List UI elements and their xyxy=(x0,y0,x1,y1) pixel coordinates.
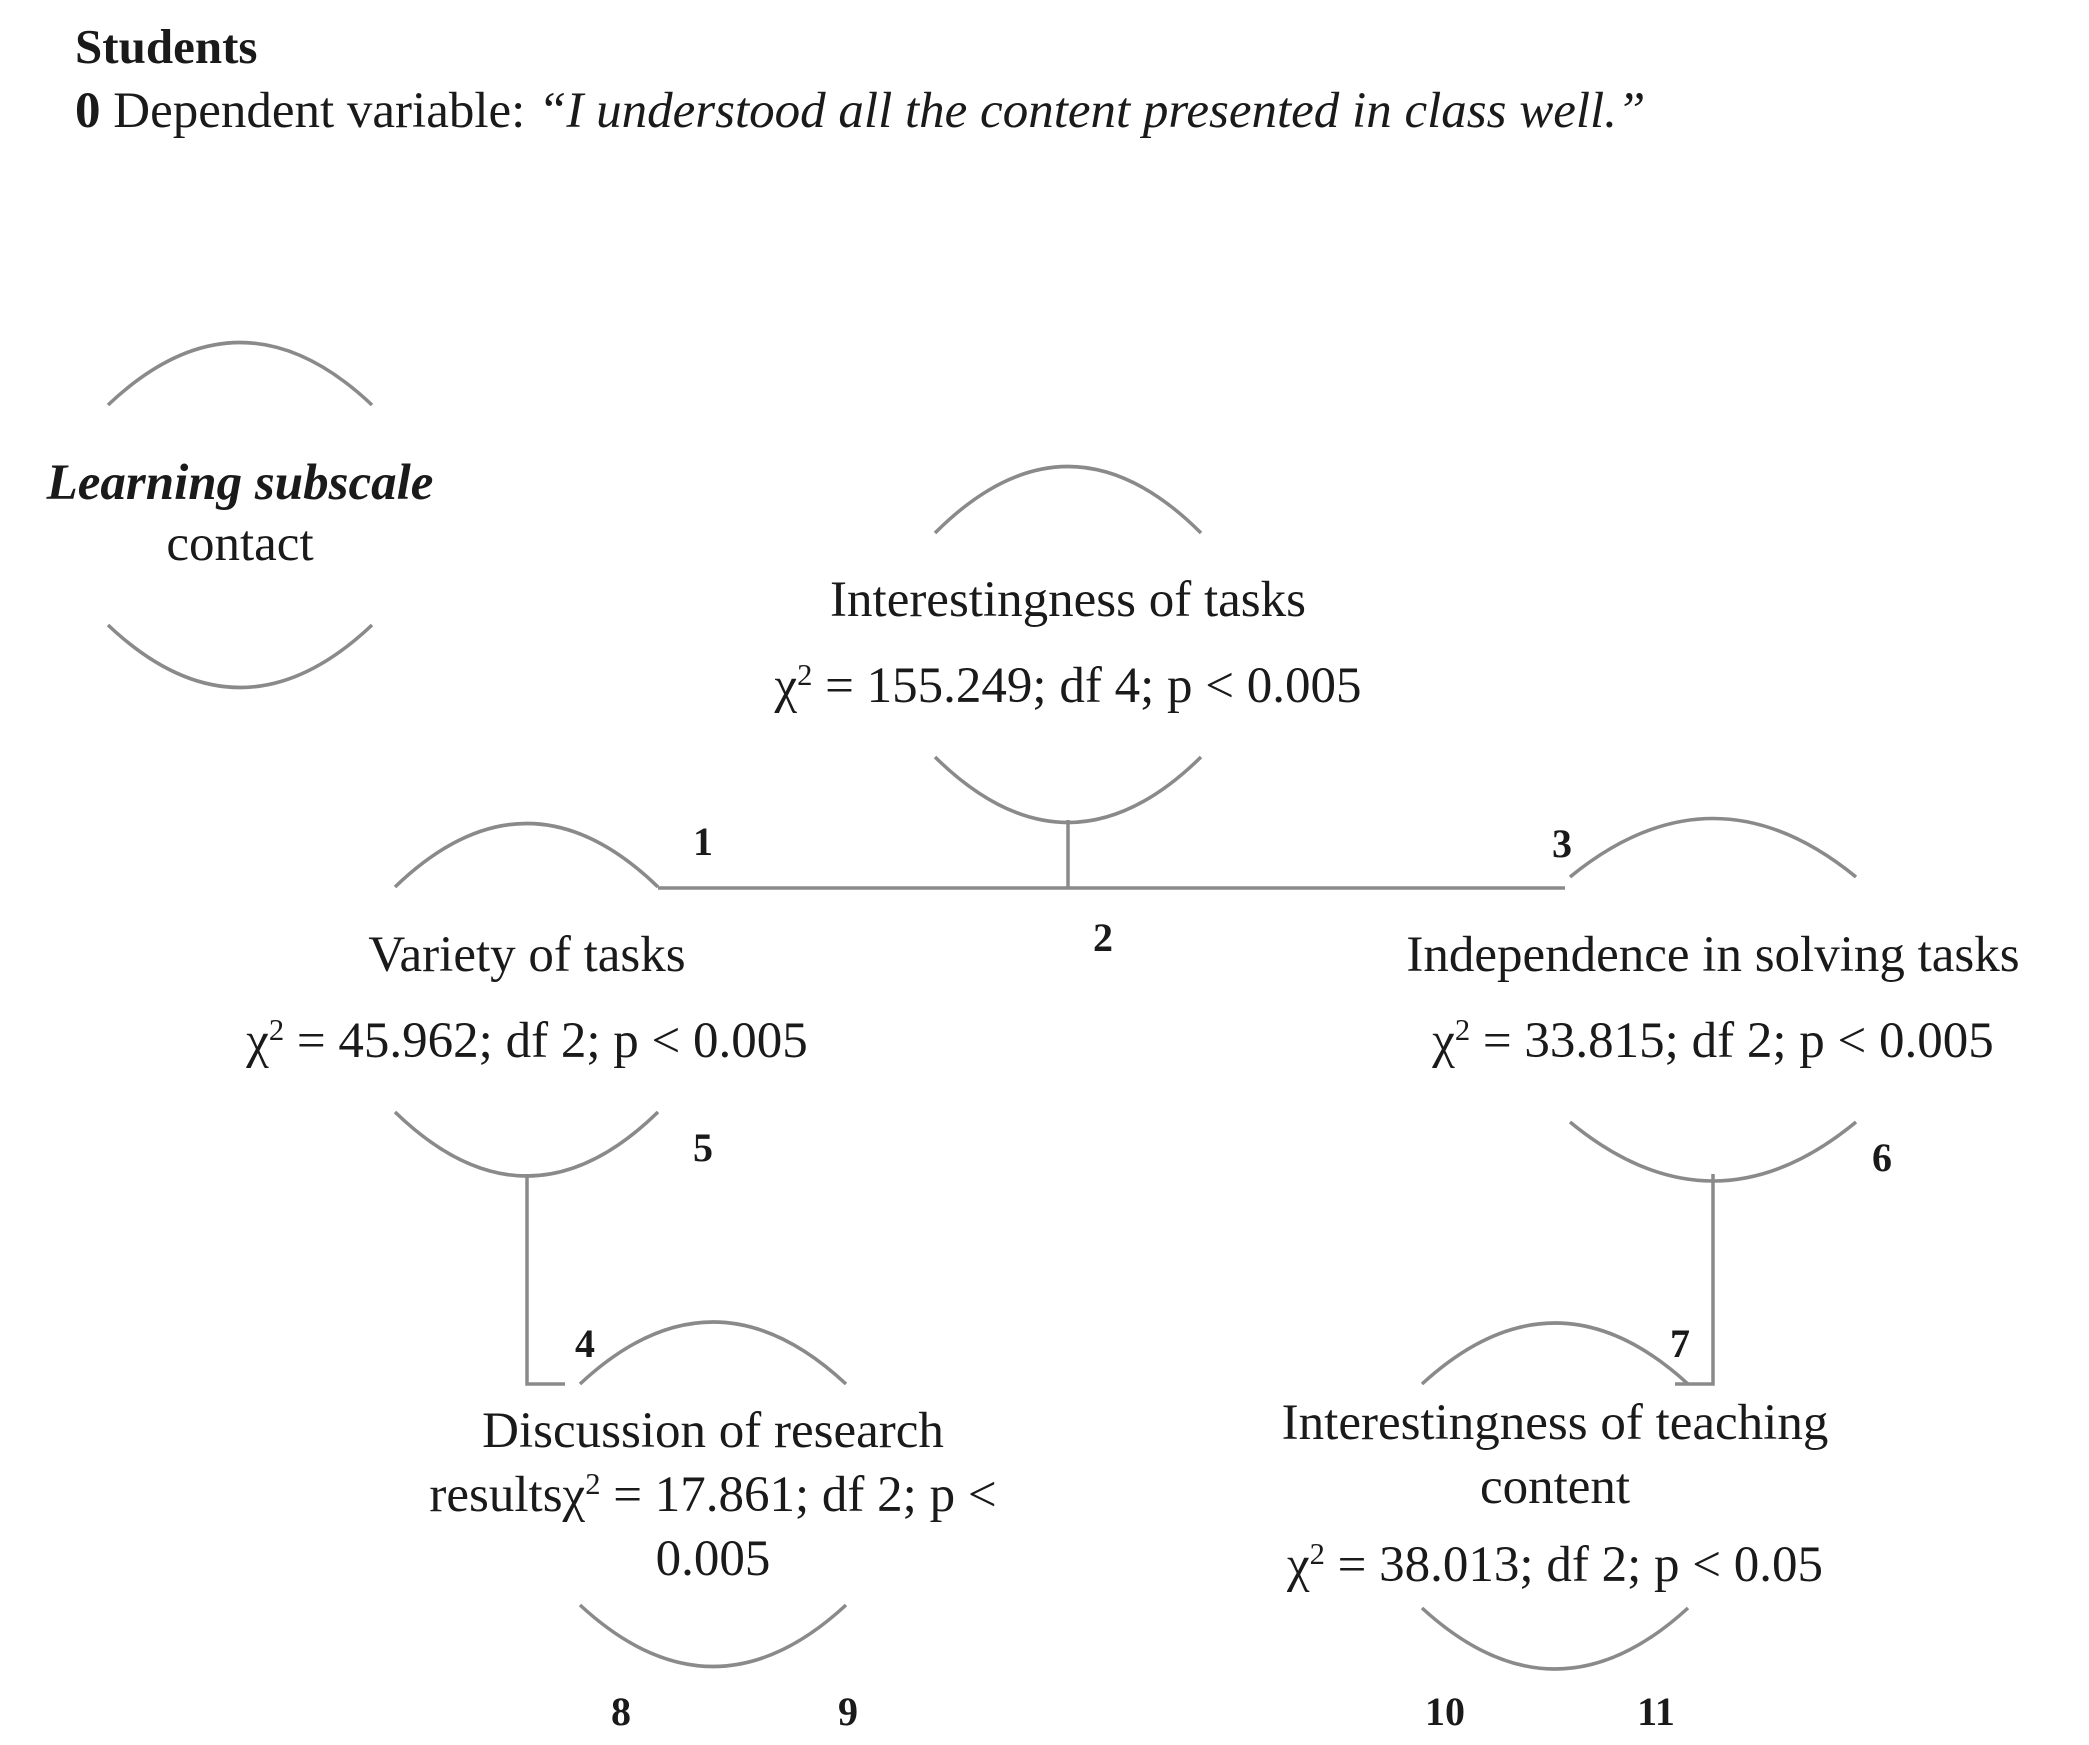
subscale-node: Learning subscale contact xyxy=(47,453,434,575)
node-interestingness-of-tasks: Interestingness of tasks χ2 = 155.249; d… xyxy=(774,570,1361,717)
interestingness-tasks-bottom-arc xyxy=(933,755,1203,825)
subscale-title: Learning subscale xyxy=(46,455,434,511)
variety-top-arc xyxy=(393,821,660,889)
node-number-5: 5 xyxy=(693,1125,713,1170)
node-number-1: 1 xyxy=(693,819,713,864)
node-statistic: χ2 = 33.815; df 2; p < 0.005 xyxy=(1432,1013,1994,1070)
node-statistic-line3: 0.005 xyxy=(655,1530,771,1587)
subscale-top-arc xyxy=(106,340,374,407)
content-bottom-arc xyxy=(1420,1606,1690,1671)
node-number-3: 3 xyxy=(1552,821,1572,866)
node-variety-of-tasks: Variety of tasks χ2 = 45.962; df 2; p < … xyxy=(246,925,808,1072)
discussion-top-arc xyxy=(578,1320,848,1386)
node-number-4: 4 xyxy=(575,1321,595,1366)
node-statistic: χ2 = 38.013; df 2; p < 0.05 xyxy=(1286,1536,1824,1593)
node-number-10: 10 xyxy=(1425,1689,1465,1734)
variety-to-discussion-connector xyxy=(525,1174,565,1386)
node-statistic: χ2 = 45.962; df 2; p < 0.005 xyxy=(246,1013,808,1070)
variety-bottom-arc xyxy=(393,1110,660,1178)
subscale-subtitle: contact xyxy=(166,516,314,573)
content-top-arc xyxy=(1420,1321,1690,1386)
dependent-number: 0 xyxy=(75,83,101,139)
node-number-6: 6 xyxy=(1872,1135,1892,1180)
dependent-prefix: Dependent variable: xyxy=(113,83,526,139)
node-interestingness-of-teaching-content: Interestingness of teaching content χ2 =… xyxy=(1282,1392,1829,1597)
node-name-line1: Discussion of research xyxy=(482,1403,944,1459)
node-name-line2: content xyxy=(1479,1458,1631,1515)
discussion-bottom-arc xyxy=(578,1603,848,1669)
dependent-variable-line: 0 Dependent variable: “I understood all … xyxy=(75,86,1645,137)
page-heading: Students xyxy=(75,19,258,74)
node-statistic: resultsχ2 = 17.861; df 2; p < xyxy=(429,1466,997,1523)
node-number-9: 9 xyxy=(838,1689,858,1734)
node-number-11: 11 xyxy=(1637,1689,1675,1734)
subscale-bottom-arc xyxy=(106,623,374,690)
independence-bottom-arc xyxy=(1568,1120,1858,1183)
independence-top-arc xyxy=(1568,816,1858,879)
node-name: Independence in solving tasks xyxy=(1406,927,2020,983)
node-discussion-of-research-results: Discussion of research resultsχ2 = 17.86… xyxy=(429,1400,996,1591)
interestingness-tasks-top-arc xyxy=(933,464,1203,535)
dependent-quote: “I understood all the content presented … xyxy=(538,83,1646,139)
node-name-line1: Interestingness of teaching xyxy=(1281,1395,1829,1451)
node-name: Variety of tasks xyxy=(368,927,686,983)
node-number-8: 8 xyxy=(611,1689,631,1734)
node-name: Interestingness of tasks xyxy=(830,572,1306,628)
node-number-7: 7 xyxy=(1670,1321,1690,1366)
node-statistic: χ2 = 155.249; df 4; p < 0.005 xyxy=(774,658,1362,715)
node-independence-in-solving-tasks: Independence in solving tasks χ2 = 33.81… xyxy=(1406,925,2019,1072)
node-number-2: 2 xyxy=(1093,915,1113,960)
